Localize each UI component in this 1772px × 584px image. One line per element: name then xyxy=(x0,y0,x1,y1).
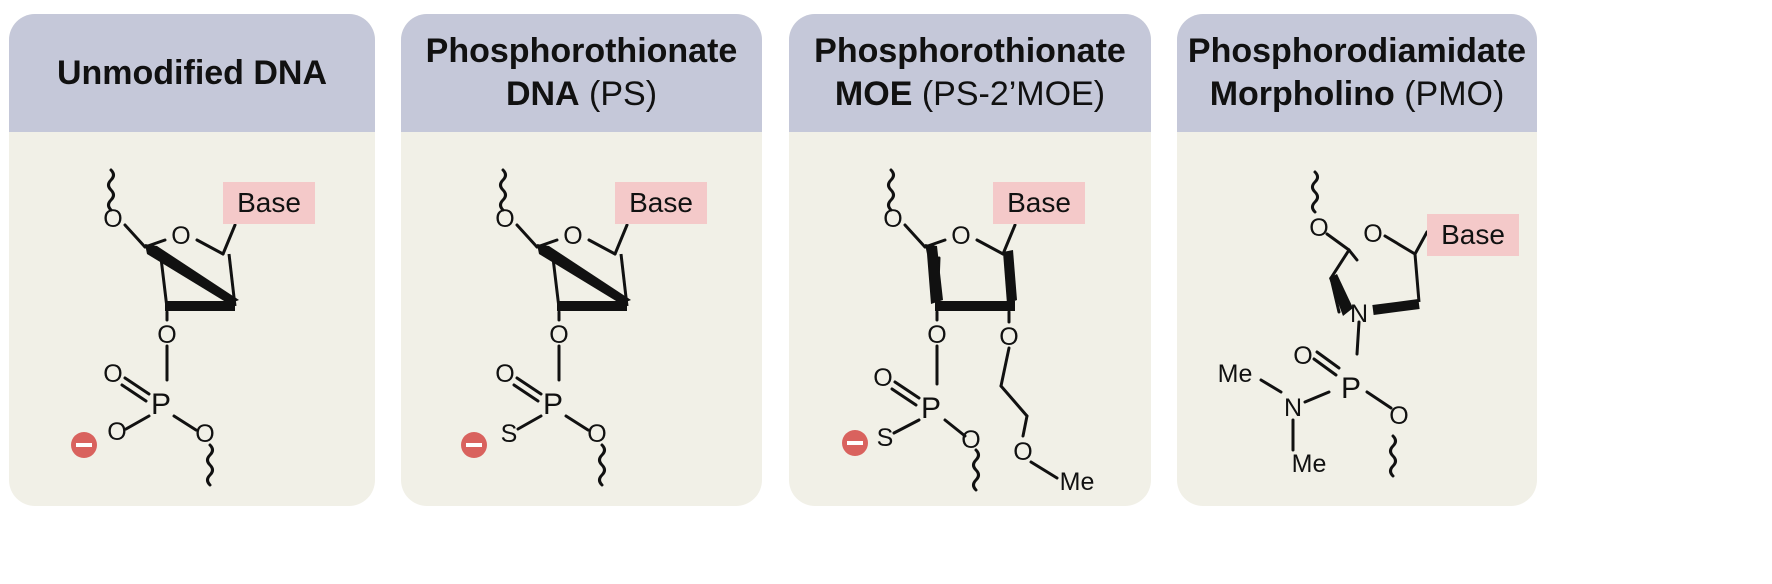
atom-s-left: S xyxy=(501,420,518,448)
panel-header: Phosphorothionate MOE (PS-2’MOE) xyxy=(789,14,1151,132)
atom-p: P xyxy=(921,392,941,425)
atom-o-ether: O xyxy=(1013,438,1032,466)
atom-o-ring: O xyxy=(951,222,970,250)
atom-o-ring: O xyxy=(1363,220,1382,248)
panel-morpholino-pmo: Phosphorodiamidate Morpholino (PMO) Base xyxy=(1177,14,1537,506)
ring-wedge xyxy=(537,244,631,304)
atom-o5: O xyxy=(1309,214,1328,242)
base-label: Base xyxy=(237,187,301,218)
structure-ps-2moe: Base O O O O O P S O O Me xyxy=(842,168,1095,496)
atom-o3: O xyxy=(549,321,568,349)
atom-me2: Me xyxy=(1292,450,1327,478)
atom-o2: O xyxy=(999,323,1018,351)
atom-o-double: O xyxy=(495,360,514,388)
structure-pmo: Base O O N O P N Me Me O xyxy=(1218,170,1519,478)
base-box xyxy=(223,182,315,224)
atom-me: Me xyxy=(1060,468,1095,496)
ring-wedge-right xyxy=(1003,250,1017,304)
panel-header: Phosphorodiamidate Morpholino (PMO) xyxy=(1177,14,1537,132)
atom-o-double: O xyxy=(1293,342,1312,370)
atom-p: P xyxy=(543,388,563,421)
atom-o-right: O xyxy=(587,420,606,448)
atom-o-ring: O xyxy=(171,222,190,250)
atom-o-ring: O xyxy=(563,222,582,250)
atom-o5: O xyxy=(883,205,902,233)
base-box xyxy=(1427,214,1519,256)
base-label: Base xyxy=(1441,219,1505,250)
panel-header: Unmodified DNA xyxy=(9,14,375,132)
atom-o-left: O xyxy=(107,418,126,446)
atom-o-double: O xyxy=(873,364,892,392)
panel-title-abbrev: (PMO) xyxy=(1394,75,1505,113)
atom-me1: Me xyxy=(1218,360,1253,388)
atom-p: P xyxy=(151,388,171,421)
structure-unmodified-dna: Base O O O O P O O xyxy=(71,168,315,487)
panel-phosphorothionate-moe: Phosphorothionate MOE (PS-2’MOE) xyxy=(789,14,1151,506)
negative-charge-icon xyxy=(461,432,487,458)
atom-o3: O xyxy=(157,321,176,349)
structure-ps-dna: Base O O O O P S O xyxy=(461,168,707,487)
atom-n-amine: N xyxy=(1284,394,1302,422)
panel-phosphorothionate-dna: Phosphorothionate DNA (PS) Base O O O O xyxy=(401,14,762,506)
atom-p: P xyxy=(1341,372,1361,405)
atom-o5: O xyxy=(103,205,122,233)
negative-charge-icon xyxy=(842,430,868,456)
panel-title-abbrev: (PS-2’MOE) xyxy=(912,75,1106,113)
panel-title: Unmodified DNA xyxy=(56,53,328,92)
atom-s-left: S xyxy=(877,424,894,452)
ring-wedge xyxy=(145,244,239,304)
atom-o-right: O xyxy=(1389,402,1408,430)
atom-o-right: O xyxy=(961,426,980,454)
atom-o-right: O xyxy=(195,420,214,448)
atom-o3: O xyxy=(927,321,946,349)
panel-title-line1: Phosphorodiamidate xyxy=(1187,32,1527,70)
panel-title-line2: DNA xyxy=(505,75,580,113)
panel-title-line1: Phosphorothionate xyxy=(425,32,738,70)
panel-title-line2: MOE xyxy=(834,75,913,113)
ring-wedge xyxy=(1329,274,1353,316)
atom-n-ring: N xyxy=(1350,300,1368,328)
atom-o5: O xyxy=(495,205,514,233)
atom-o-double: O xyxy=(103,360,122,388)
panel-title-line2: Morpholino xyxy=(1209,75,1395,113)
base-box xyxy=(615,182,707,224)
panel-title-line1: Phosphorothionate xyxy=(814,32,1126,70)
negative-charge-icon xyxy=(71,432,97,458)
ring-wedge xyxy=(925,244,943,304)
base-label: Base xyxy=(629,187,693,218)
panel-header: Phosphorothionate DNA (PS) xyxy=(401,14,762,132)
base-box xyxy=(993,182,1085,224)
base-label: Base xyxy=(1007,187,1071,218)
panel-title-abbrev: (PS) xyxy=(579,75,658,113)
panel-unmodified-dna: Unmodified DNA Base O O O O P O O xyxy=(9,14,375,506)
